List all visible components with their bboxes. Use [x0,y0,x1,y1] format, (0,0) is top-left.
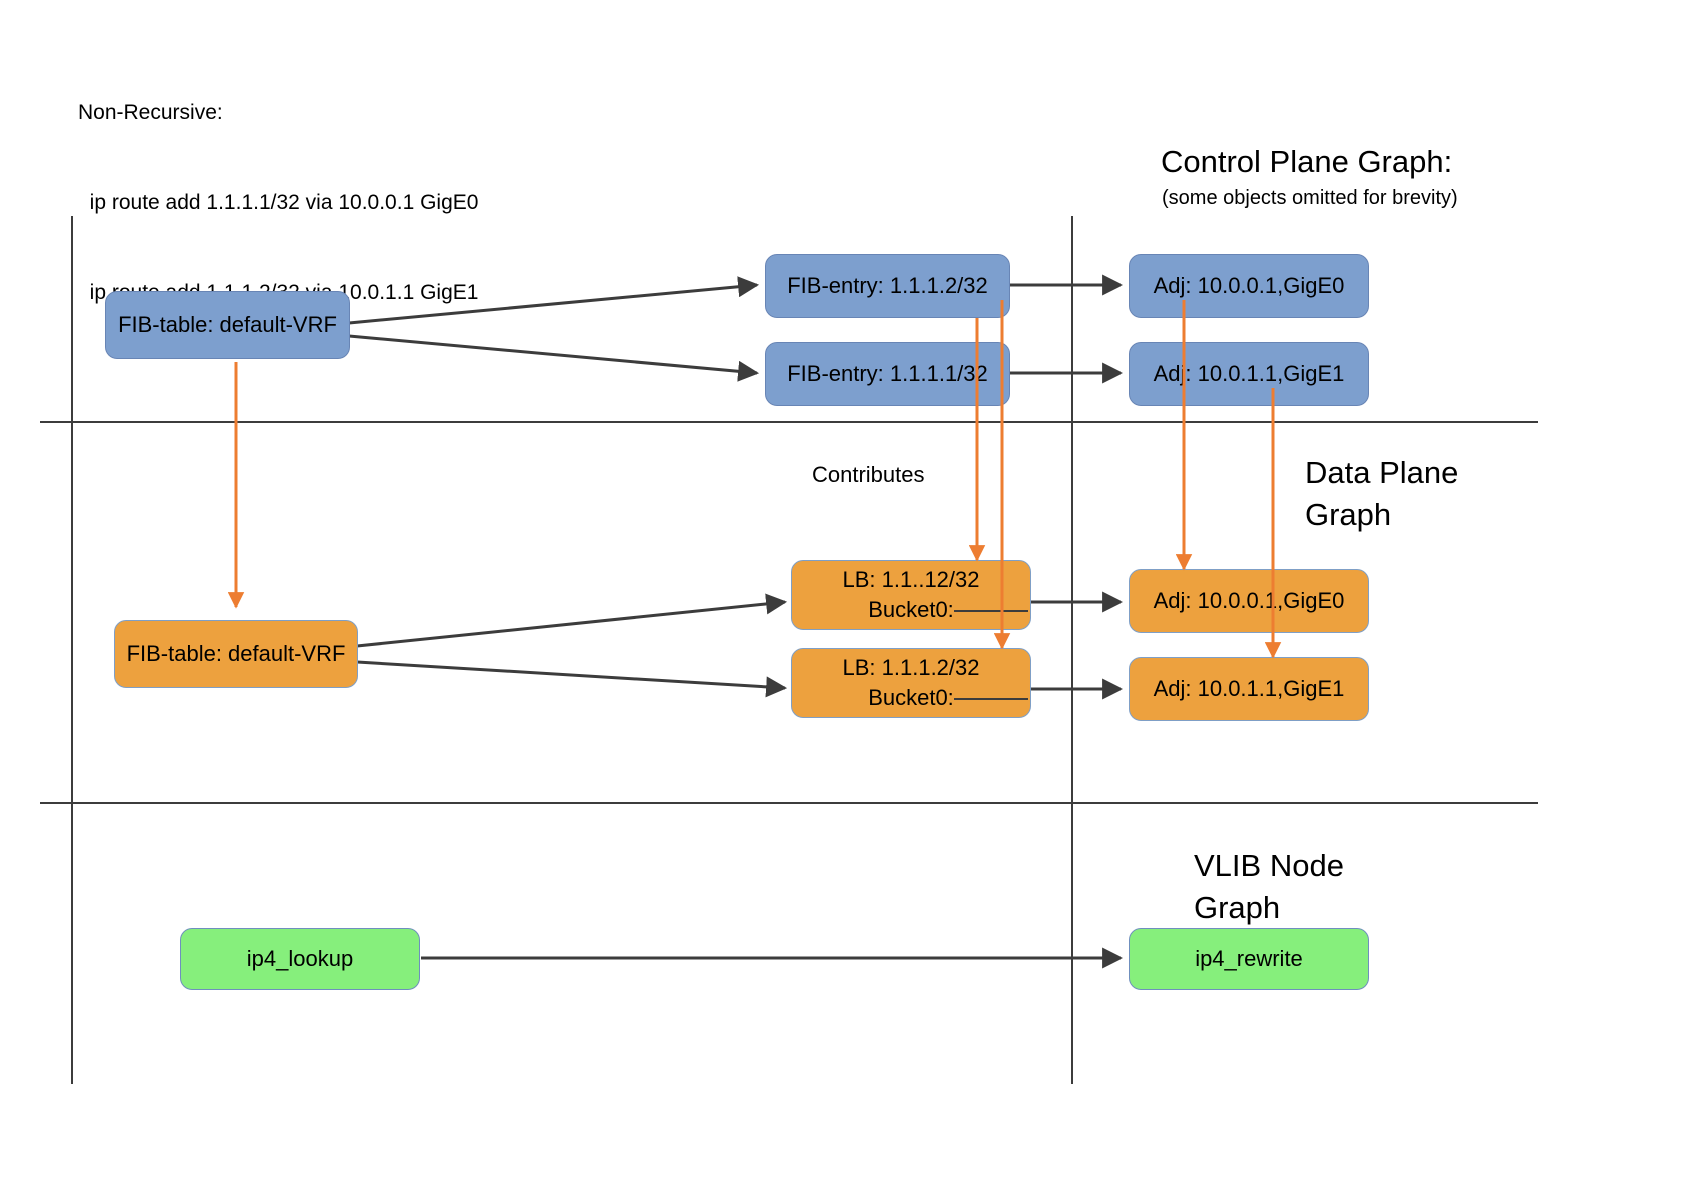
control-data-divider-line [40,421,1538,423]
control-plane-graph-title: Control Plane Graph: [1161,144,1453,179]
node-data-fib-table[interactable]: FIB-table: default-VRF [114,620,358,688]
node-label: ip4_lookup [246,946,354,971]
node-label: FIB-entry: 1.1.1.2/32 [787,273,988,298]
node-control-fib-table[interactable]: FIB-table: default-VRF [105,291,350,359]
data-plane-graph-title: Data Plane Graph [1305,452,1565,536]
node-adj-10-0-1-1-gige1-control[interactable]: Adj: 10.0.1.1,GigE1 [1129,342,1369,406]
node-lb-1-1-12[interactable]: LB: 1.1..12/32 Bucket0: [791,560,1031,630]
node-ip4-lookup[interactable]: ip4_lookup [180,928,420,990]
node-label-line-1: LB: 1.1.1.2/32 [842,655,980,680]
node-adj-10-0-0-1-gige0-control[interactable]: Adj: 10.0.0.1,GigE0 [1129,254,1369,318]
node-label: Adj: 10.0.1.1,GigE1 [1153,676,1345,701]
node-label-bucket0: Bucket0: [868,683,1028,713]
node-label-bucket0: Bucket0: [868,595,1028,625]
contributes-label: Contributes [812,462,925,487]
node-fib-entry-1-1-1-2[interactable]: FIB-entry: 1.1.1.2/32 [765,254,1010,318]
node-label: FIB-table: default-VRF [126,641,346,666]
node-label: FIB-table: default-VRF [118,312,337,337]
node-label: FIB-entry: 1.1.1.1/32 [787,361,988,386]
bucket-stub-line [953,698,1028,700]
left-divider-line [71,216,73,1084]
node-adj-10-0-1-1-gige1-data[interactable]: Adj: 10.0.1.1,GigE1 [1129,657,1369,721]
control-plane-graph-subtitle: (some objects omitted for brevity) [1162,187,1458,209]
node-adj-10-0-0-1-gige0-data[interactable]: Adj: 10.0.0.1,GigE0 [1129,569,1369,633]
node-ip4-rewrite[interactable]: ip4_rewrite [1129,928,1369,990]
node-fib-entry-1-1-1-1[interactable]: FIB-entry: 1.1.1.1/32 [765,342,1010,406]
data-plane-title-line-1: Data Plane [1305,455,1459,490]
vlib-title-line-2: Graph [1194,890,1281,925]
bucket-stub-line [953,610,1028,612]
vlib-title-line-1: VLIB Node [1194,848,1344,883]
node-label: Adj: 10.0.0.1,GigE0 [1153,588,1345,613]
node-lb-1-1-1-2[interactable]: LB: 1.1.1.2/32 Bucket0: [791,648,1031,718]
header-title: Non-Recursive: [78,101,223,124]
vlib-node-graph-title: VLIB Node Graph [1194,845,1454,929]
header-route-line-1: ip route add 1.1.1.1/32 via 10.0.0.1 Gig… [78,191,479,214]
node-label: ip4_rewrite [1195,946,1303,971]
right-divider-line [1071,216,1073,1084]
node-label-line-1: LB: 1.1..12/32 [842,567,980,592]
data-plane-title-line-2: Graph [1305,497,1392,532]
node-label: Adj: 10.0.1.1,GigE1 [1153,361,1345,386]
node-label: Adj: 10.0.0.1,GigE0 [1153,273,1345,298]
data-vlib-divider-line [40,802,1538,804]
